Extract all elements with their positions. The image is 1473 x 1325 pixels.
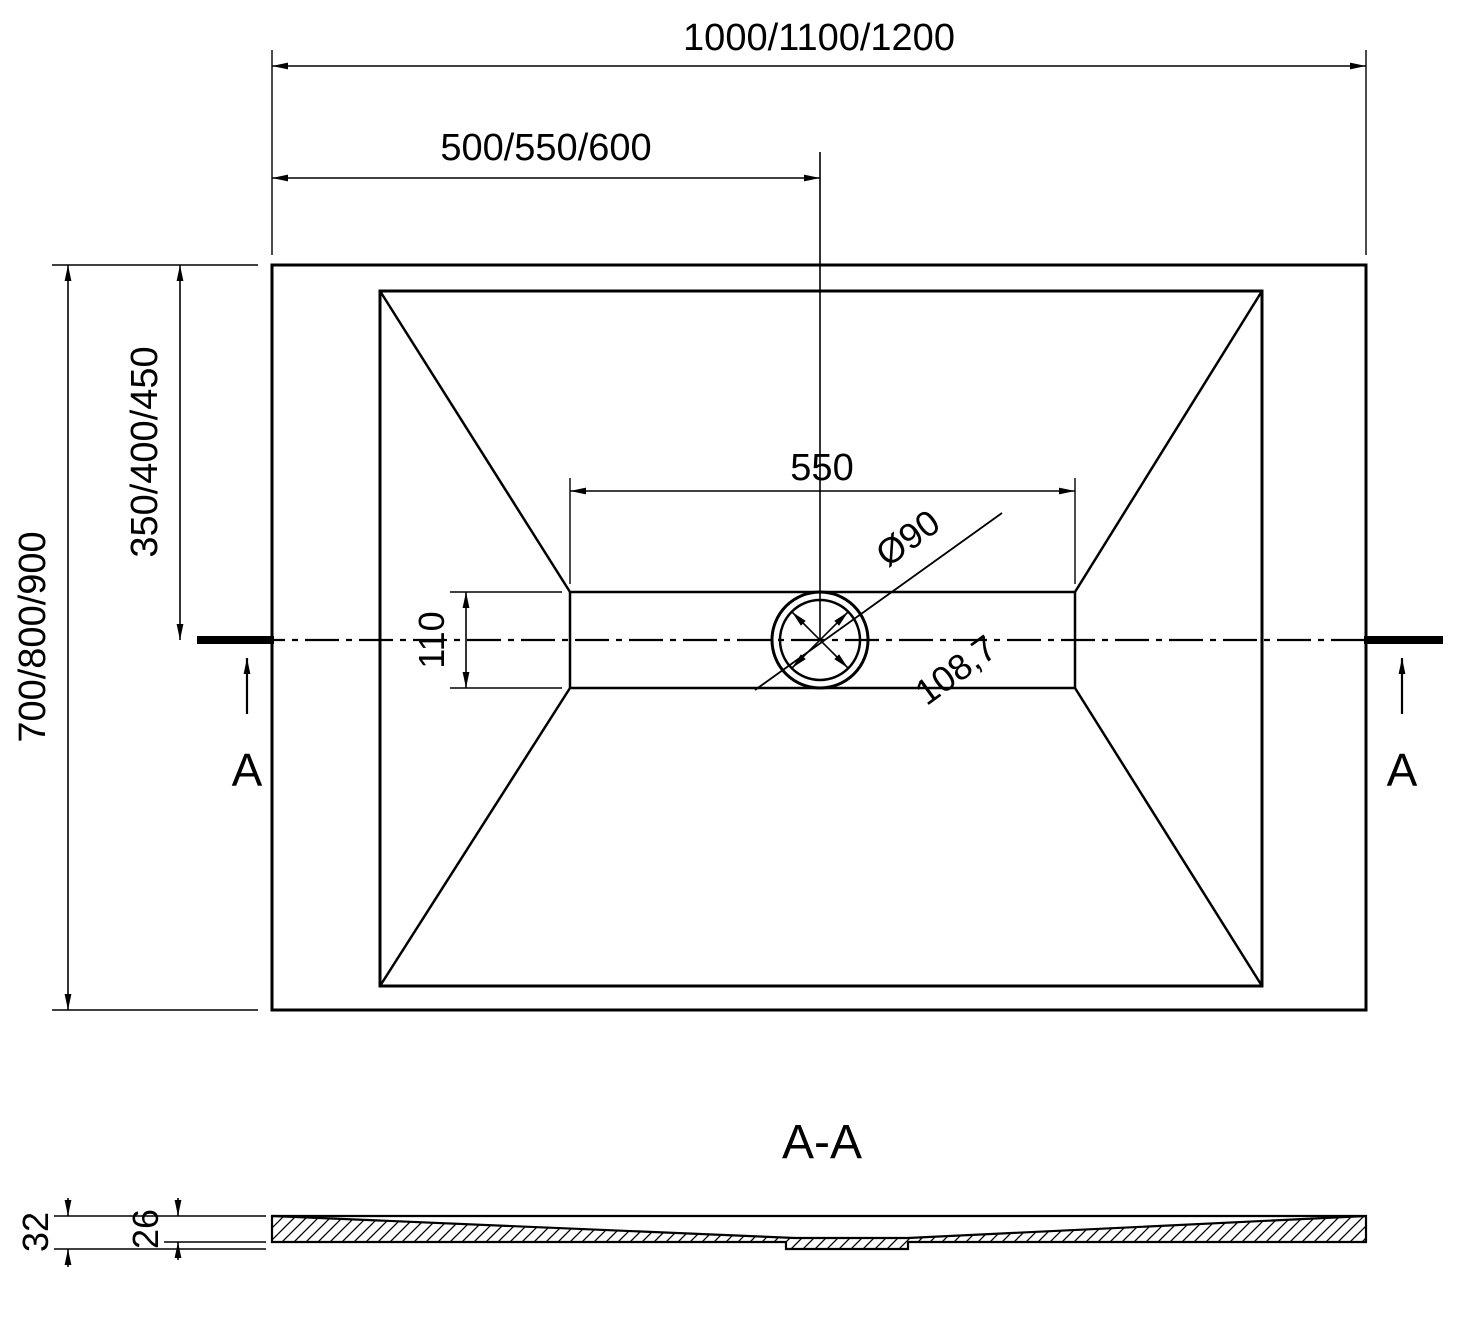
dim-flat-height-label: 110 bbox=[411, 611, 452, 668]
slope-edge-bottom-right bbox=[1073, 687, 1264, 987]
top-view bbox=[197, 152, 1443, 1012]
dim-half-depth-label: 350/400/450 bbox=[124, 346, 166, 557]
tray-inner-rim-edge bbox=[378, 289, 1264, 988]
dim-total-depth-label: 700/800/900 bbox=[12, 531, 54, 742]
dim-drain-diameter-label: Ø90 bbox=[868, 501, 947, 574]
section-view: A-A 32 26 bbox=[15, 1116, 1368, 1267]
slope-edge-top-right bbox=[1073, 290, 1264, 593]
dim-flat-width-label: 550 bbox=[790, 447, 853, 489]
section-marker-left-label: A bbox=[232, 744, 263, 796]
dim-overall-thickness-label: 32 bbox=[15, 1212, 56, 1252]
section-marker-right-label: A bbox=[1387, 744, 1418, 796]
dim-total-width-label: 1000/1100/1200 bbox=[683, 17, 955, 59]
section-profile bbox=[270, 1214, 1368, 1251]
slope-edge-top-left bbox=[378, 290, 572, 593]
section-view-title: A-A bbox=[782, 1116, 862, 1169]
top-view-dimensions: 1000/1100/1200 500/550/600 700/800/900 3… bbox=[12, 17, 1418, 1011]
dim-half-width-label: 500/550/600 bbox=[440, 127, 651, 169]
drain-leader-line bbox=[754, 512, 1003, 691]
slope-edge-bottom-left bbox=[378, 687, 572, 987]
dim-edge-thickness-label: 26 bbox=[125, 1209, 166, 1249]
